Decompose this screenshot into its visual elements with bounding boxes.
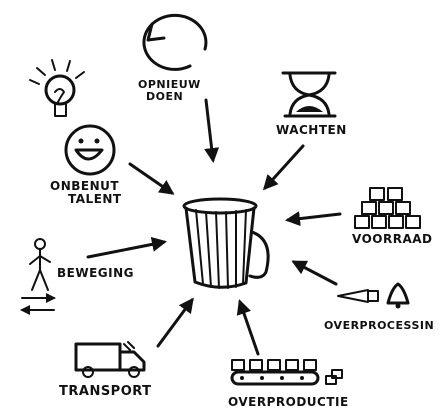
label-voorraad: VOORRAAD [352, 232, 433, 246]
label-onbenut-talent: ONBENUT TALENT [50, 180, 122, 205]
label-wachten: WACHTEN [276, 123, 347, 137]
arrow-transport [156, 297, 194, 348]
arrows [86, 98, 342, 356]
redo-cycle-icon [142, 13, 208, 71]
arrow-opnieuw-doen [204, 98, 220, 163]
stick-figure-icon [20, 238, 56, 315]
smiley-face-icon [64, 124, 116, 176]
arrow-beweging [86, 236, 167, 259]
trash-bin-icon [182, 197, 270, 289]
label-overprocessing: OVERPROCESSIN [324, 319, 435, 332]
hourglass-icon [281, 71, 337, 118]
stacked-boxes-icon [354, 187, 421, 229]
label-onbenut-talent-line2: TALENT [68, 191, 122, 206]
arrow-voorraad [285, 211, 342, 227]
arrow-wachten [262, 144, 305, 191]
conveyor-belt-icon [230, 359, 343, 386]
label-beweging: BEWEGING [57, 266, 134, 280]
arrow-overprocessing [291, 260, 338, 286]
label-opnieuw-doen: OPNIEUW DOEN [138, 79, 201, 102]
arrow-overproductie [236, 299, 260, 356]
label-opnieuw-doen-line1: OPNIEUW [138, 78, 201, 91]
label-opnieuw-doen-line2: DOEN [146, 89, 184, 103]
arrow-onbenut-talent [128, 162, 175, 195]
label-onbenut-talent-line1: ONBENUT [50, 179, 120, 193]
bell-icon [337, 282, 410, 309]
truck-icon [74, 341, 146, 378]
label-transport: TRANSPORT [59, 384, 152, 399]
label-overproductie: OVERPRODUCTIE [228, 395, 349, 409]
lightbulb-icon [29, 59, 85, 117]
